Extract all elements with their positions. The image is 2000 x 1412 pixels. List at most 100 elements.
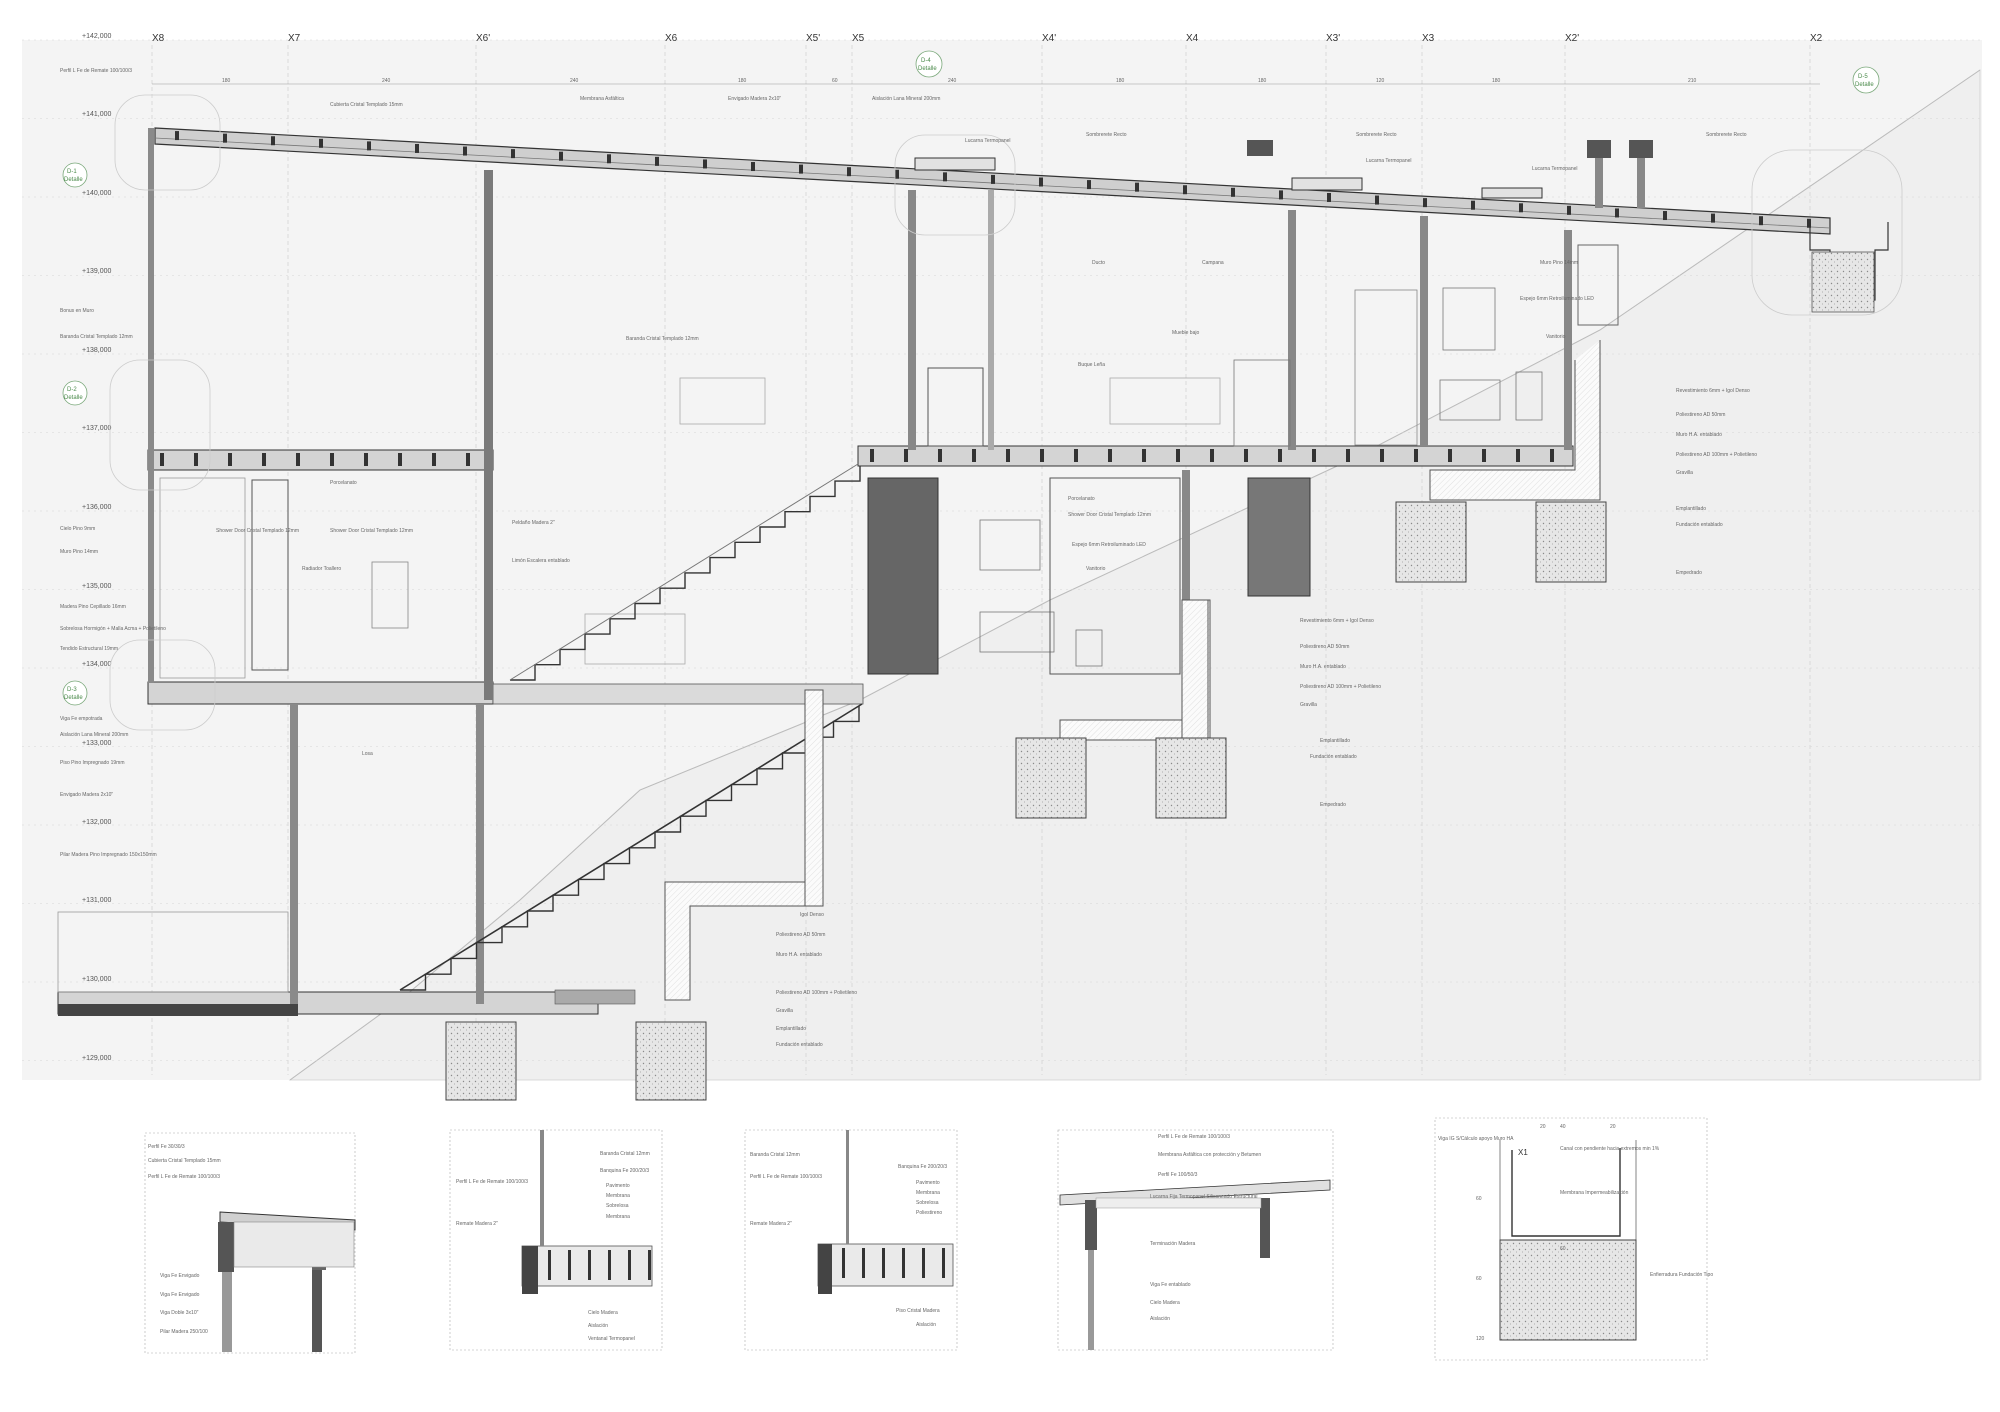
- structure-walls: [148, 128, 1572, 1004]
- column-x3: [1420, 216, 1428, 446]
- retaining-wall-upper: [1429, 340, 1601, 501]
- wood-stove: [927, 367, 984, 447]
- detail-panel-1: Perfil Fe 30/30/3 Cubierta Cristal Templ…: [144, 1132, 356, 1354]
- axis-label: X4: [1186, 33, 1199, 44]
- chimney-pipe-3: [1637, 158, 1645, 208]
- left-note: Aislación Lana Mineral 200mm: [60, 732, 128, 738]
- detail-note: Perfil L Fe de Remate 100/100/3: [456, 1179, 528, 1185]
- column-x6prime-lower: [476, 704, 484, 1004]
- flue-1b: [988, 190, 994, 450]
- chimney-cap-3: [1629, 140, 1653, 158]
- axis-label: X6': [476, 33, 490, 44]
- level-label: +138,000: [82, 347, 111, 354]
- stair-upper-flight: [510, 465, 861, 681]
- right-note: Igol Denso: [800, 912, 824, 918]
- detail-note: Viga Doble 3x10": [160, 1310, 199, 1316]
- roof-joists: [175, 131, 1811, 228]
- chimney-pipe-2: [1595, 158, 1603, 208]
- detail-note: Membrana Impermeabilización: [1560, 1190, 1629, 1196]
- right-note: Muro H.A. entablado: [776, 952, 822, 958]
- detail-panel-2: Baranda Cristal 12mm Banquina Fe 200/20/…: [449, 1129, 663, 1351]
- room-note: Espejo 6mm Retroiluminado LED: [1520, 296, 1594, 302]
- level-labels: +142,000 +141,000 +140,000 +139,000 +138…: [82, 33, 111, 1062]
- top-note: Lucarna Termopanel: [965, 138, 1011, 144]
- dimension-label: 60: [832, 78, 838, 84]
- left-note: Cielo Pino 9mm: [60, 526, 95, 532]
- detail-dim: 20: [1540, 1124, 1546, 1130]
- room-note: Losa: [362, 751, 373, 757]
- retaining-wall-lower-vert: [804, 689, 824, 907]
- left-note: Viga Fe empotrada: [60, 716, 103, 722]
- level-label: +134,000: [82, 661, 111, 668]
- detail-note: Membrana Asfáltica con protección y Betu…: [1158, 1152, 1261, 1158]
- detail-note: Baranda Cristal 12mm: [750, 1152, 800, 1158]
- detail-note: Aislación: [1150, 1316, 1170, 1322]
- right-note: Poliestireno AD 100mm + Polietileno: [1300, 684, 1381, 690]
- room-note: Vanitorio: [1086, 566, 1106, 572]
- room-note: Espejo 6mm Retroiluminado LED: [1072, 542, 1146, 548]
- detail-note: Cubierta Cristal Templado 15mm: [148, 1158, 221, 1164]
- detail-code: X1: [1518, 1148, 1528, 1157]
- detail-panel-3: Baranda Cristal 12mm Banquina Fe 200/20/…: [744, 1129, 958, 1351]
- room-note: Peldaño Madera 2": [512, 520, 555, 526]
- detail-dim: 20: [1610, 1124, 1616, 1130]
- detail-note: Aislación: [916, 1322, 936, 1328]
- top-note: Sombrerete Recto: [1086, 132, 1127, 138]
- dimension-label: 180: [1258, 78, 1267, 84]
- left-annotations: Perfil L Fe de Remate 100/100/3 Bonus en…: [60, 68, 166, 858]
- left-note: Pilar Madera Pino Impregnado 150x150mm: [60, 852, 157, 858]
- detail-marker-code: D-4: [921, 58, 931, 64]
- skylight-3: [1481, 187, 1543, 199]
- detail-note: Membrana: [606, 1193, 630, 1199]
- mirror-upper: [1442, 287, 1496, 351]
- left-note: Bonus en Muro: [60, 308, 94, 314]
- room-note: Porcelanato: [1068, 496, 1095, 502]
- top-note: Cubierta Cristal Templado 15mm: [330, 102, 403, 108]
- skylight-2: [1291, 177, 1363, 191]
- right-note: Emplantillado: [776, 1026, 806, 1032]
- detail-note: Remate Madera 2": [456, 1221, 498, 1227]
- left-note: Muro Pino 14mm: [60, 549, 98, 555]
- top-note: Sombrerete Recto: [1356, 132, 1397, 138]
- level-label: +139,000: [82, 268, 111, 275]
- detail-marker-label: Detalle: [64, 177, 83, 183]
- axis-label: X7: [288, 33, 301, 44]
- room-note: Baranda Cristal Templado 12mm: [626, 336, 699, 342]
- column-x7-lower: [290, 704, 298, 1004]
- right-annotations: Revestimiento 6mm + Igol Denso Poliestir…: [776, 388, 1757, 1048]
- towel-radiator: [371, 561, 409, 629]
- lower-door: [867, 477, 939, 675]
- stair-upper-stringer: [509, 463, 859, 681]
- right-note: Poliestireno AD 100mm + Polietileno: [776, 990, 857, 996]
- top-note: Membrana Asfáltica: [580, 96, 624, 102]
- room-note: Shower Door Cristal Templado 12mm: [216, 528, 299, 534]
- top-annotations: Cubierta Cristal Templado 15mm Membrana …: [330, 96, 1747, 172]
- detail-note: Baranda Cristal 12mm: [600, 1151, 650, 1157]
- detail-note: Cielo Madera: [588, 1310, 618, 1316]
- dimension-label: 180: [738, 78, 747, 84]
- room-note: Muro Pino 14mm: [1540, 260, 1578, 266]
- upper-slab-left: [147, 449, 494, 471]
- level-label: +131,000: [82, 897, 111, 904]
- room-note: Radiador Toallero: [302, 566, 341, 572]
- detail-note: Perfil Fe 30/30/3: [148, 1144, 185, 1150]
- axis-label: X2: [1810, 33, 1823, 44]
- dimension-label: 240: [570, 78, 579, 84]
- room-note: Shower Door Cristal Templado 12mm: [1068, 512, 1151, 518]
- dimension-label: 210: [1688, 78, 1697, 84]
- detail-note: Perfil L Fe de Remate 100/100/3: [1158, 1134, 1230, 1140]
- level-label: +141,000: [82, 111, 111, 118]
- stair-landing: [554, 989, 636, 1005]
- bottom-railing: [57, 911, 289, 993]
- dimension-label: 180: [1116, 78, 1125, 84]
- upper-railing-2: [1109, 377, 1221, 425]
- top-note: Lucarna Termopanel: [1532, 166, 1578, 172]
- right-note: Fundación entablado: [1310, 754, 1357, 760]
- level-label: +129,000: [82, 1055, 111, 1062]
- detail-note: Poliestireno: [916, 1210, 942, 1216]
- right-note: Empedrado: [1320, 802, 1346, 808]
- left-note: Sobrelosa Hormigón + Malla Acma + Poliet…: [60, 626, 166, 632]
- dimension-label: 240: [382, 78, 391, 84]
- toilet-upper: [1515, 371, 1543, 421]
- detail-panel-4: Perfil L Fe de Remate 100/100/3 Membrana…: [1057, 1129, 1334, 1351]
